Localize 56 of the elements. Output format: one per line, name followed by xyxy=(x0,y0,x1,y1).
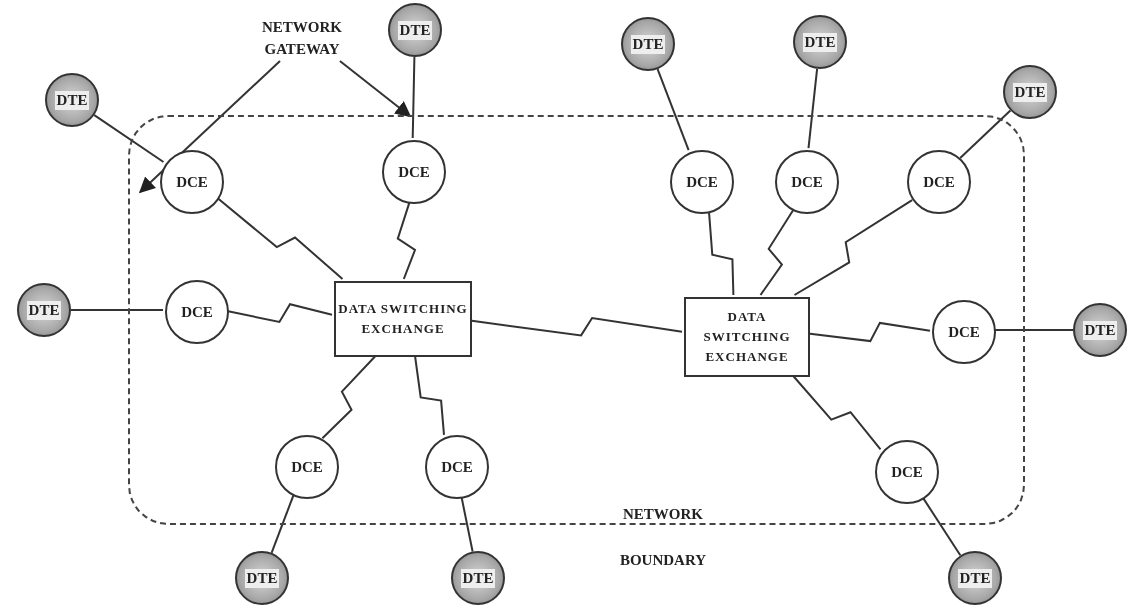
node-label: DCE xyxy=(791,172,823,192)
dce-circle xyxy=(670,150,734,214)
node-label: DCE xyxy=(181,302,213,322)
dte-circle xyxy=(45,73,99,127)
dce-circle xyxy=(165,280,229,344)
callout-text: NETWORK GATEWAY xyxy=(247,15,357,61)
switching-exchange-box xyxy=(334,281,472,357)
connector-line xyxy=(93,114,165,163)
leader-arrow xyxy=(338,60,412,118)
dce-circle xyxy=(907,150,971,214)
dte-circle xyxy=(1073,303,1127,357)
connector-line xyxy=(807,67,819,150)
dce-circle xyxy=(160,150,224,214)
node-label: DCE xyxy=(948,322,980,342)
node-label: DATA SWITCHING EXCHANGE xyxy=(702,308,792,366)
node-label: DCE xyxy=(891,462,923,482)
dte-circle xyxy=(17,283,71,337)
node-label: DCE xyxy=(176,172,208,192)
zigzag-link xyxy=(793,199,914,296)
dte-circle xyxy=(948,551,1002,605)
dce-circle xyxy=(875,440,939,504)
node-label: DATA SWITCHING EXCHANGE xyxy=(337,300,469,338)
node-label: DCE xyxy=(923,172,955,192)
node-label: DTE xyxy=(244,568,280,588)
dte-circle xyxy=(1003,65,1057,119)
node-label: DCE xyxy=(291,457,323,477)
node-label: DTE xyxy=(1082,320,1118,340)
dce-circle xyxy=(382,140,446,204)
connector-line xyxy=(70,309,164,311)
node-label: DCE xyxy=(398,162,430,182)
zigzag-link xyxy=(759,208,795,296)
dte-circle xyxy=(235,551,289,605)
node-label: DCE xyxy=(441,457,473,477)
dce-circle xyxy=(275,435,339,499)
connector-line xyxy=(656,68,690,152)
dce-circle xyxy=(775,150,839,214)
dce-circle xyxy=(932,300,996,364)
dte-circle xyxy=(621,17,675,71)
dce-circle xyxy=(425,435,489,499)
node-label: DTE xyxy=(460,568,496,588)
dte-circle xyxy=(388,3,442,57)
node-label: DTE xyxy=(397,20,433,40)
switching-exchange-box xyxy=(684,297,810,377)
connector-line xyxy=(959,109,1012,159)
connector-line xyxy=(411,56,416,139)
node-label: DTE xyxy=(802,32,838,52)
dte-circle xyxy=(451,551,505,605)
node-label: DTE xyxy=(54,90,90,110)
node-label: DTE xyxy=(630,34,666,54)
dte-circle xyxy=(793,15,847,69)
node-label: DTE xyxy=(26,300,62,320)
boundary-label: NETWORK BOUNDARY xyxy=(618,505,708,570)
node-label: DTE xyxy=(957,568,993,588)
node-label: DCE xyxy=(686,172,718,192)
node-label: DTE xyxy=(1012,82,1048,102)
connector-line xyxy=(270,493,295,554)
